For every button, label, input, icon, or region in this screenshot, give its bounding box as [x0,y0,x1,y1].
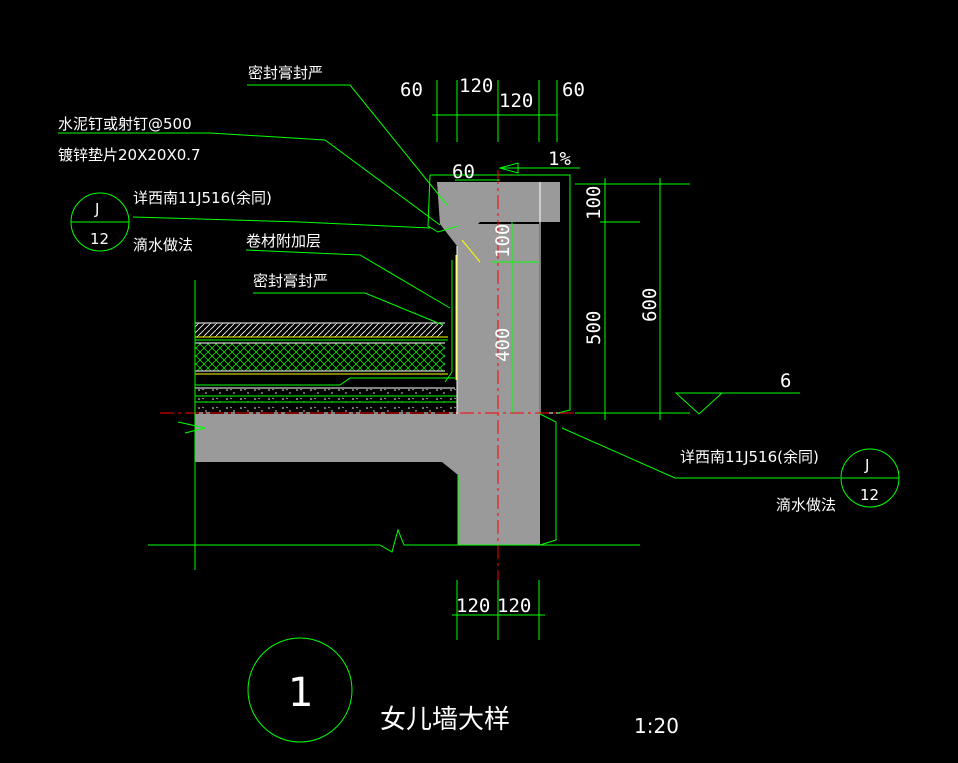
callout-right-bottom: 12 [860,486,879,504]
title-block: 1 女儿墙大样 1:20 [247,637,679,743]
roof-slab-and-wall [195,414,540,545]
label-ref-right: 详西南11J516(余同) [680,448,819,466]
level-label: 6 [780,370,791,392]
drawing-title: 女儿墙大样 [380,705,510,735]
slope-label: 1% [548,148,571,170]
dim-100-upturn: 100 [492,224,514,258]
label-ref-left: 详西南11J516(余同) [133,189,272,207]
dim-bottom-2: 120 [497,595,531,617]
detail-number: 1 [288,670,313,716]
dim-top-4: 60 [562,79,585,101]
dim-500: 500 [583,311,605,345]
roof-layers [195,322,560,414]
callout-left: J 12 [70,192,130,252]
level-symbol: 6 [674,370,800,415]
callout-left-top: J [94,200,99,218]
insulation-layer [195,343,445,371]
label-membrane-extra: 卷材附加层 [246,232,321,250]
label-nail: 水泥钉或射钉@500 [58,115,192,133]
callout-right: J 12 [840,448,900,508]
callout-left-bottom: 12 [90,230,109,248]
leader-lines [58,84,840,479]
label-shim: 镀锌垫片20X20X0.7 [58,146,201,164]
break-line-bottom [148,528,640,553]
slope-indicator: 1% [498,148,580,174]
dim-top-1: 60 [400,79,423,101]
dim-100-cap: 100 [583,186,605,220]
dim-400: 400 [492,328,514,362]
right-dimensions: 100 500 600 100 400 60 [452,161,690,420]
dim-bottom-1: 120 [456,595,490,617]
label-sealant-mid: 密封膏封严 [253,272,328,290]
drawing-scale: 1:20 [634,714,679,738]
callout-right-top: J [864,456,869,474]
label-drip-right: 滴水做法 [776,496,836,514]
screed-layer [195,389,457,413]
label-drip-left: 滴水做法 [133,236,193,254]
protective-layer [195,323,443,337]
dim-600: 600 [639,288,661,322]
top-dimensions: 60 120 120 60 [400,75,585,142]
dim-top-3: 120 [499,90,533,112]
dim-cap-60: 60 [452,161,475,183]
dim-top-2: 120 [459,75,493,97]
label-sealant-top: 密封膏封严 [248,64,323,82]
bottom-dimensions: 120 120 [452,580,545,640]
